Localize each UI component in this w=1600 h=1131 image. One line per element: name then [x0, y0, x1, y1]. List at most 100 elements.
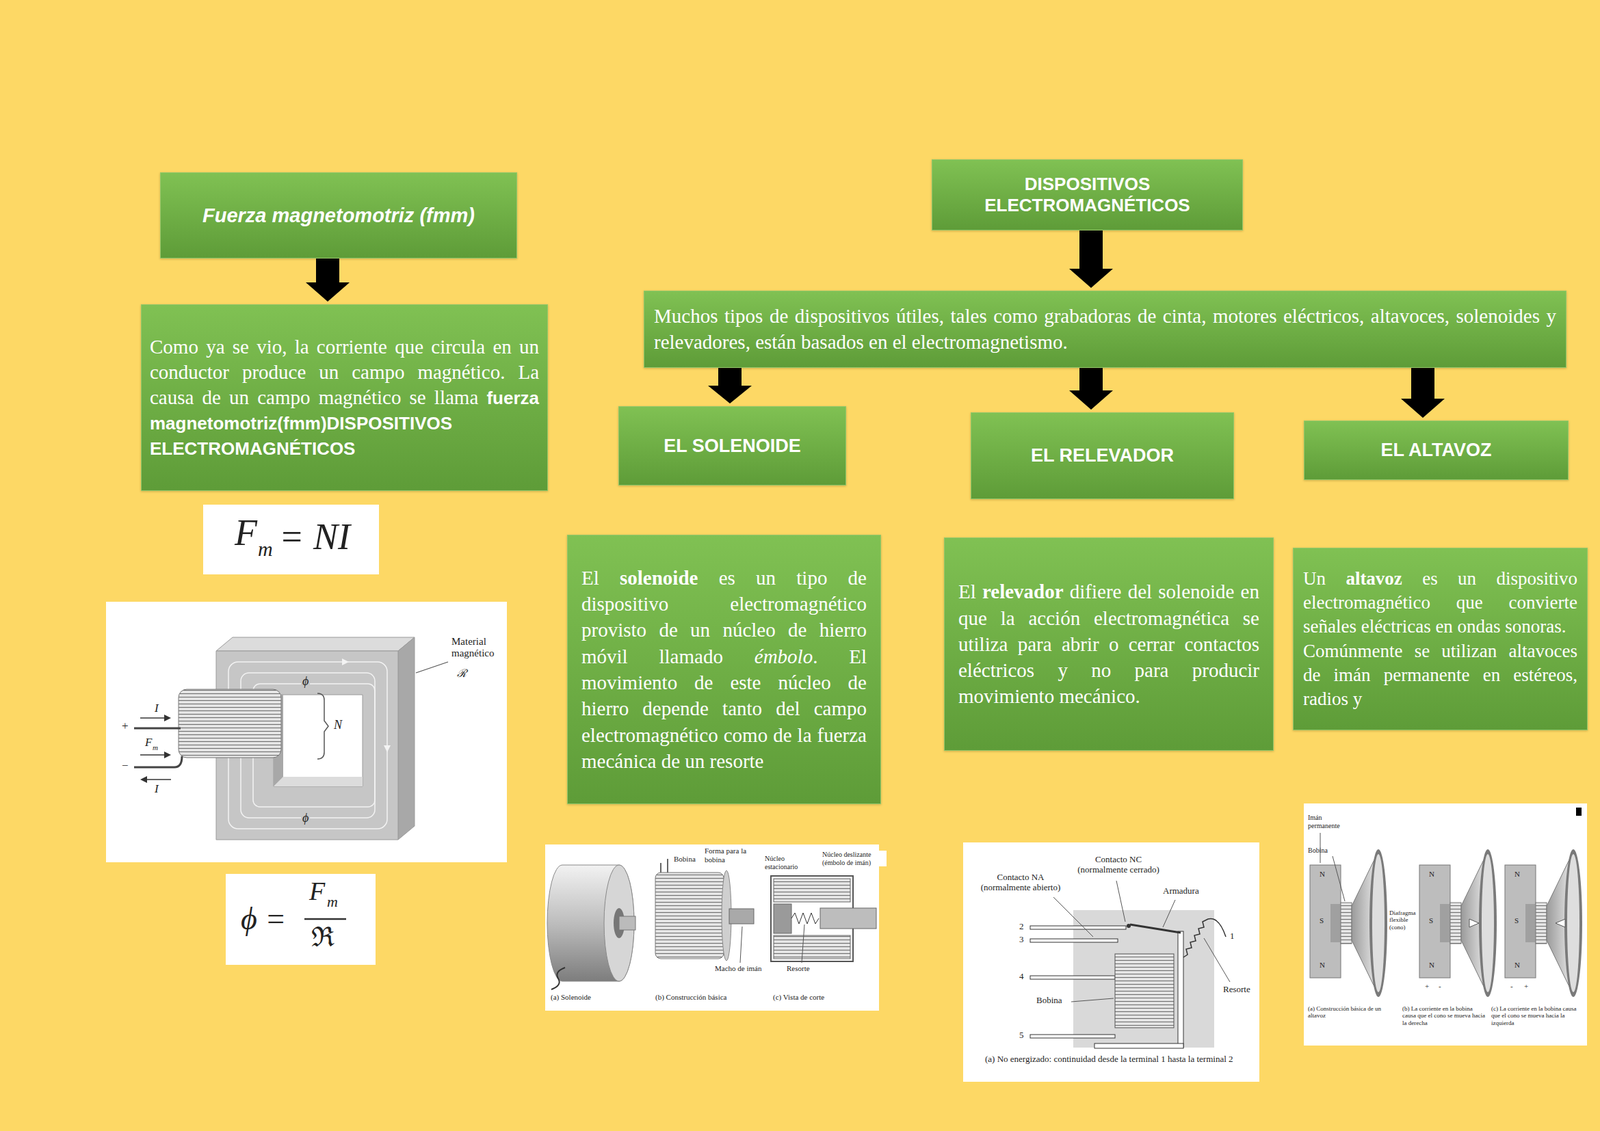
core-window-wall — [273, 777, 363, 787]
figure-caption: (c) La corriente en la bobina causa que … — [1491, 1005, 1581, 1027]
text-block: El solenoide es un tipo de dispositivo e… — [581, 565, 867, 775]
pin-number: 2 — [1019, 922, 1025, 933]
part-label: Diafragma flexible (cono) — [1389, 909, 1419, 931]
figure-caption: (b) Construcción básica — [655, 993, 727, 1003]
pole-letter: N — [1514, 961, 1520, 970]
formula-symbol: ϕ = — [240, 901, 286, 938]
figure-panel — [545, 844, 880, 1012]
motion-arrow — [1555, 919, 1566, 928]
formula-symbol: ℜ — [311, 922, 335, 954]
figure-caption: (a) Construcción básica de un altavoz — [1307, 1005, 1390, 1020]
relay-coil — [1115, 954, 1174, 1029]
text-block: EL SOLENOIDE — [625, 435, 839, 457]
coil-lead — [134, 727, 181, 730]
text-block: Un altavoz es un dispositivo electromagn… — [1303, 567, 1578, 712]
pole-piece — [1439, 904, 1451, 943]
text-block: DISPOSITIVOS ELECTROMAGNÉTICOS — [939, 173, 1236, 217]
description-box: El solenoide es un tipo de dispositivo e… — [567, 534, 882, 805]
block-arrow — [1069, 368, 1113, 410]
pole-letter: N — [1428, 870, 1435, 880]
leader-line — [1116, 881, 1126, 923]
coil-lead — [134, 756, 182, 768]
terminal-sign: + — [1424, 982, 1429, 992]
figure-caption: (a) Solenoide — [550, 993, 592, 1003]
current-symbol: I — [154, 782, 159, 797]
part-label: Material magnético — [451, 636, 505, 661]
pin-number: 5 — [1019, 1030, 1025, 1042]
block-arrow — [707, 368, 752, 404]
pole-piece — [1525, 904, 1537, 943]
cone-rim — [1481, 854, 1494, 993]
lead-wire — [551, 967, 566, 990]
node-text: es un dispositivo electromagnético que c… — [1303, 568, 1578, 637]
leader-line — [415, 662, 449, 674]
part-label: Armadura — [1162, 886, 1200, 897]
heading-box: DISPOSITIVOS ELECTROMAGNÉTICOS — [931, 159, 1243, 231]
pole-letter: N — [1319, 870, 1326, 880]
coil-section — [773, 879, 851, 903]
cone-rim — [1564, 849, 1583, 998]
cone-rim — [1478, 849, 1497, 998]
plunger-stub — [619, 916, 636, 931]
figure-caption: (b) La corriente en la bobina causa que … — [1402, 1005, 1486, 1027]
sliding-core — [820, 908, 877, 929]
coil-winding — [655, 872, 724, 960]
mark — [1576, 807, 1582, 817]
leader-line — [1053, 897, 1094, 938]
leader-line — [740, 926, 743, 964]
part-label: Macho de imán — [714, 964, 762, 974]
formula-symbol: F — [234, 511, 258, 555]
text-block: Como ya se vio, la corriente que circula… — [149, 334, 540, 462]
spring — [1183, 919, 1226, 958]
current-arrow-head — [164, 714, 172, 722]
part-label: Resorte — [1223, 985, 1251, 996]
core-side-face — [398, 637, 415, 841]
text-block: Fuerza magnetomotriz (fmm) — [170, 203, 507, 228]
part-label: Bobina — [673, 855, 696, 864]
formula-symbol: ℛ — [456, 667, 467, 680]
formula-subscript: m — [257, 537, 273, 562]
magnet — [1419, 865, 1451, 979]
current-arrow-head — [140, 776, 148, 784]
pole-letter: N — [1319, 961, 1326, 970]
fraction-bar — [304, 918, 347, 921]
node-text: El — [581, 567, 600, 589]
definition-box: Como ya se vio, la corriente que circula… — [140, 304, 548, 492]
pin-number: 1 — [1229, 931, 1235, 942]
pole-letter: N — [1428, 961, 1435, 970]
mmf-arrow — [140, 754, 165, 756]
contact-point — [1126, 924, 1131, 929]
text-block: EL RELEVADOR — [978, 444, 1227, 467]
node-text: Muchos tipos de dispositivos útiles, tal… — [653, 305, 1557, 353]
flux-symbol: ϕ — [300, 674, 310, 689]
mmf-symbol: F — [145, 736, 152, 750]
leader-line — [1332, 856, 1345, 902]
plunger — [729, 909, 754, 925]
summary-box: Muchos tipos de dispositivos útiles, tal… — [643, 290, 1567, 369]
magnet — [1504, 865, 1536, 979]
terminal-sign: + — [121, 719, 129, 734]
part-label: Forma para la bobina — [704, 846, 756, 864]
part-label: Núcleo deslizante (émbolo de imán) — [820, 850, 887, 867]
cone-rim — [1369, 849, 1388, 998]
pole-letter: S — [1319, 916, 1324, 926]
voice-coil — [1535, 902, 1547, 944]
node-text: Fuerza magnetomotriz (fmm) — [202, 204, 475, 227]
formula-subscript: m — [152, 743, 159, 753]
terminal — [1030, 926, 1126, 930]
node-text: EL ALTAVOZ — [1381, 439, 1492, 461]
node-text: El — [958, 580, 977, 603]
node-text: solenoide — [619, 567, 698, 589]
formula-panel — [225, 874, 376, 966]
device-heading: EL SOLENOIDE — [618, 406, 847, 486]
terminal-sign: - — [1438, 982, 1442, 992]
figure-panel — [1303, 803, 1588, 1046]
node-text: altavoz — [1345, 568, 1402, 589]
part-label: Bobina — [1307, 846, 1328, 856]
text-block: EL ALTAVOZ — [1311, 439, 1562, 462]
terminal — [1030, 1034, 1116, 1039]
turns-symbol: N — [333, 718, 343, 733]
heading-box: Fuerza magnetomotriz (fmm) — [160, 172, 518, 259]
device-heading: EL RELEVADOR — [970, 412, 1235, 500]
figure-panel — [963, 842, 1260, 1083]
